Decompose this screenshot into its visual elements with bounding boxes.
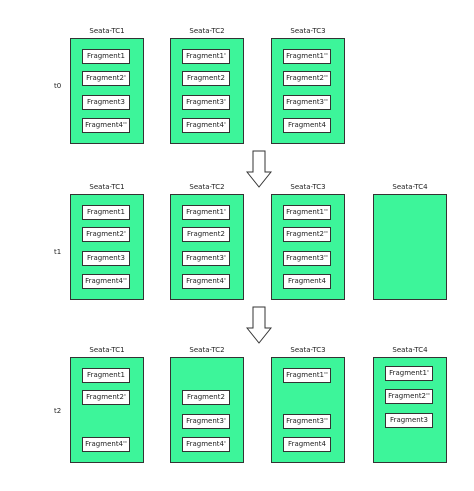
fragment-box: Fragment1'' (283, 49, 331, 64)
fragment-box: Fragment4 (283, 437, 331, 452)
fragment-box: Fragment3 (82, 95, 130, 110)
row-label-t1: t1 (54, 248, 62, 256)
fragment-box: Fragment2 (182, 71, 230, 86)
fragment-box: Fragment3 (82, 251, 130, 266)
fragment-box: Fragment2' (82, 390, 130, 405)
fragment-box: Fragment1' (182, 205, 230, 220)
fragment-box: Fragment2' (82, 227, 130, 242)
fragment-box: Fragment3 (385, 413, 433, 428)
tc-title: Seata-TC2 (189, 183, 225, 191)
fragment-box: Fragment1 (82, 368, 130, 383)
tc-title: Seata-TC1 (89, 27, 125, 35)
fragment-box: Fragment3'' (283, 251, 331, 266)
tc-title: Seata-TC2 (189, 346, 225, 354)
tc-title: Seata-TC3 (290, 27, 326, 35)
fragment-box: Fragment2'' (283, 71, 331, 86)
fragment-box: Fragment4'' (82, 437, 130, 452)
fragment-box: Fragment3'' (283, 414, 331, 429)
fragment-box: Fragment4' (182, 437, 230, 452)
fragment-box: Fragment3' (182, 414, 230, 429)
fragment-box: Fragment3'' (283, 95, 331, 110)
fragment-box: Fragment1'' (283, 205, 331, 220)
down-arrow-icon (246, 150, 272, 188)
tc-title: Seata-TC4 (392, 183, 428, 191)
fragment-box: Fragment2'' (385, 389, 433, 404)
tc-title: Seata-TC3 (290, 183, 326, 191)
fragment-box: Fragment1'' (283, 368, 331, 383)
row-label-t0: t0 (54, 82, 62, 90)
tc-title: Seata-TC4 (392, 346, 428, 354)
fragment-box: Fragment3' (182, 95, 230, 110)
fragment-box: Fragment2' (82, 71, 130, 86)
tc-title: Seata-TC1 (89, 346, 125, 354)
fragment-box: Fragment3' (182, 251, 230, 266)
tc-title: Seata-TC3 (290, 346, 326, 354)
fragment-box: Fragment4 (283, 118, 331, 133)
row-label-t2: t2 (54, 407, 62, 415)
down-arrow-icon (246, 306, 272, 344)
fragment-box: Fragment4' (182, 118, 230, 133)
fragment-box: Fragment1 (82, 205, 130, 220)
fragment-box: Fragment4' (182, 274, 230, 289)
tc-container (373, 194, 447, 300)
fragment-box: Fragment2 (182, 390, 230, 405)
fragment-box: Fragment2 (182, 227, 230, 242)
fragment-box: Fragment1 (82, 49, 130, 64)
fragment-box: Fragment2'' (283, 227, 331, 242)
fragment-box: Fragment4'' (82, 118, 130, 133)
tc-title: Seata-TC1 (89, 183, 125, 191)
tc-title: Seata-TC2 (189, 27, 225, 35)
fragment-box: Fragment4 (283, 274, 331, 289)
fragment-box: Fragment4'' (82, 274, 130, 289)
fragment-box: Fragment1' (182, 49, 230, 64)
fragment-box: Fragment1' (385, 366, 433, 381)
